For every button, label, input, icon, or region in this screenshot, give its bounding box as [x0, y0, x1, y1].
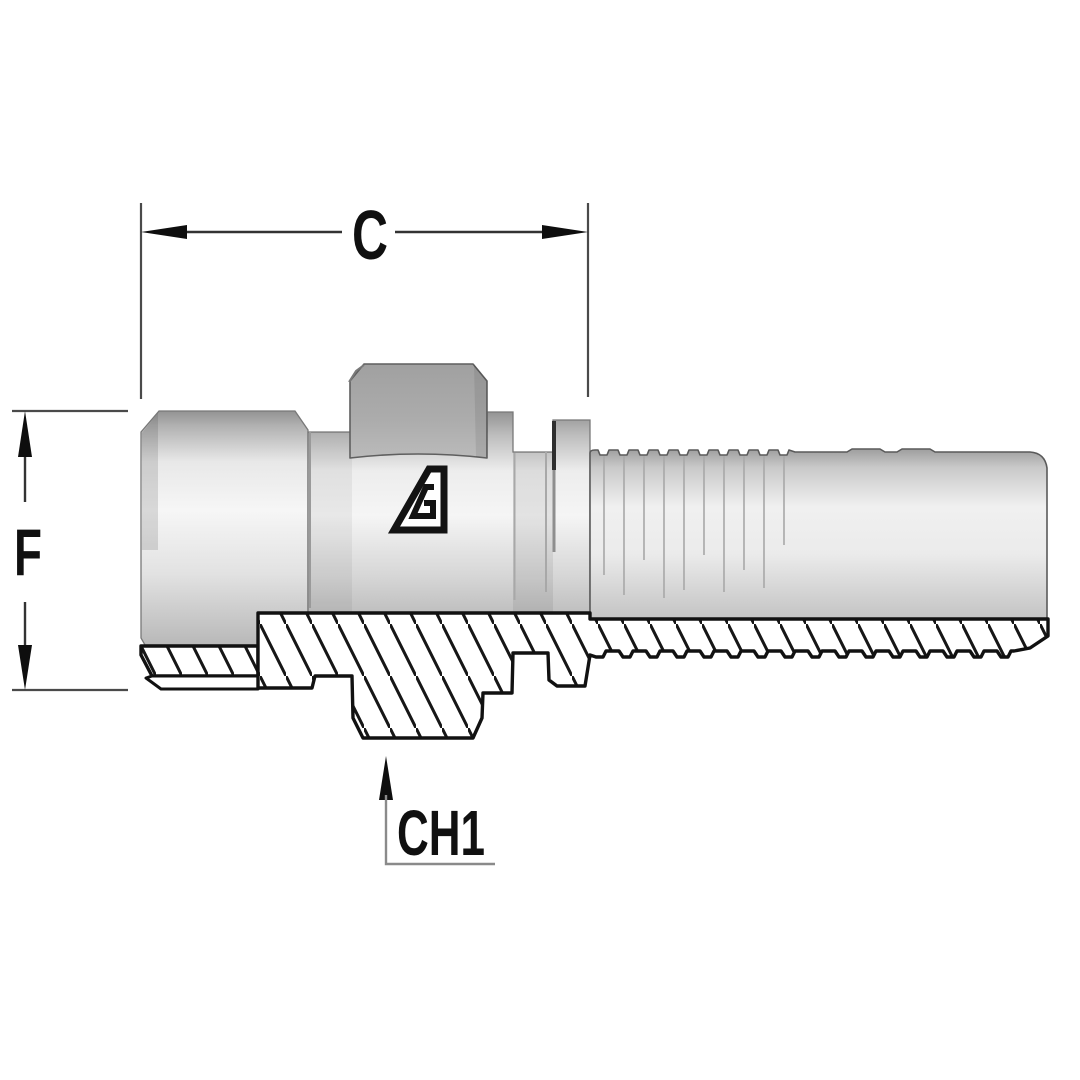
groove-edge-lines: [513, 452, 547, 600]
dimension-f: F: [12, 409, 128, 692]
dim-f-arrow-bottom: [18, 645, 32, 690]
ch1-label: CH1: [397, 797, 485, 869]
dim-f-label: F: [14, 515, 42, 589]
fitting-body: [140, 363, 1048, 646]
cross-section: [139, 611, 1050, 740]
dimension-c: C: [139, 196, 590, 399]
hex-right-shade: [474, 364, 487, 457]
annotation-ch1: CH1: [379, 756, 495, 869]
left-face-shadow: [142, 413, 158, 550]
thread-section: [139, 644, 260, 678]
ch1-leader-line: [384, 795, 495, 866]
step-shade: [308, 432, 352, 613]
body-section: [256, 611, 1050, 740]
dim-c-arrow-right: [542, 225, 588, 239]
dim-f-arrow-top: [18, 411, 32, 457]
manufacturer-logo-icon: [387, 465, 448, 534]
hex-nut: [348, 363, 488, 459]
thread-crest-strip: [144, 674, 260, 691]
thread-end-cylinder: [140, 410, 309, 646]
dim-c-arrow-left: [141, 225, 187, 239]
ch1-arrow: [379, 756, 393, 800]
hex-corner-chamfer-marks: [348, 364, 365, 383]
dim-c-label: C: [352, 196, 388, 274]
hex-nut-face: [349, 363, 488, 459]
shank-serration-streaks: [603, 456, 785, 598]
hose-shank: [589, 448, 1048, 620]
